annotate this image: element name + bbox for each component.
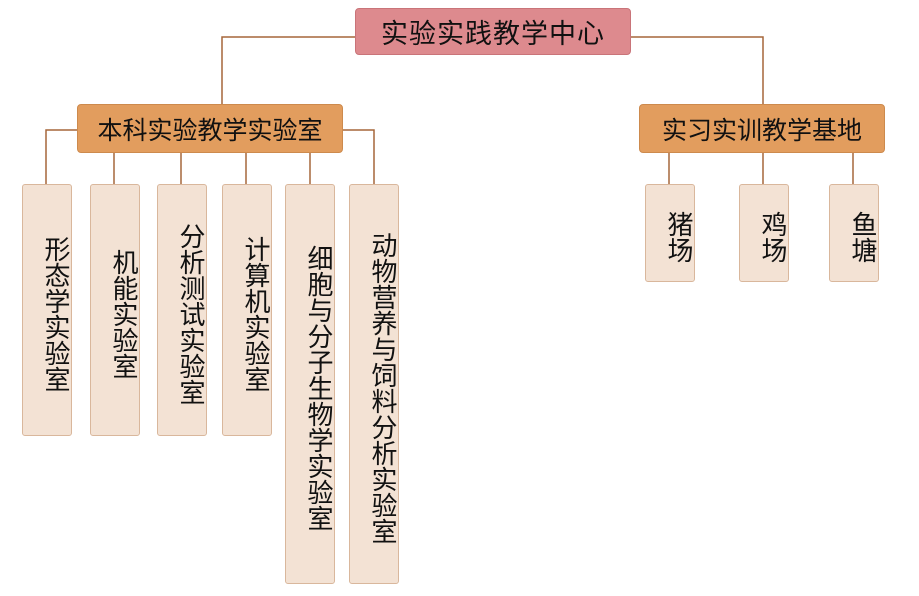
branch-node-undergrad-labs: 本科实验教学实验室 [77,104,343,153]
leaf-label: 形态学实验室 [40,236,70,392]
leaf-node: 鱼塘 [829,184,879,282]
branch-label: 本科实验教学实验室 [97,115,323,145]
leaf-label: 鱼塘 [847,211,877,263]
branch-label: 实习实训教学基地 [661,115,862,145]
leaf-node: 动物营养与饲料分析实验室 [349,184,399,584]
leaf-node: 细胞与分子生物学实验室 [285,184,335,584]
connector-branch1-right [343,129,375,184]
leaf-node: 猪场 [645,184,695,282]
leaf-label: 计算机实验室 [240,236,270,392]
connector-root-branch-2 [631,36,764,104]
leaf-label: 动物营养与饲料分析实验室 [367,232,397,544]
leaf-node: 计算机实验室 [222,184,272,436]
root-node: 实验实践教学中心 [355,8,631,55]
leaf-node: 形态学实验室 [22,184,72,436]
leaf-label: 分析测试实验室 [175,223,205,405]
leaf-label: 细胞与分子生物学实验室 [303,245,333,531]
leaf-label: 机能实验室 [108,249,138,379]
branch-node-practice-bases: 实习实训教学基地 [639,104,885,153]
leaf-label: 鸡场 [757,211,787,263]
leaf-label: 猪场 [663,211,693,263]
connector-root-branch-1 [221,36,355,104]
root-label: 实验实践教学中心 [381,19,605,50]
leaf-node: 分析测试实验室 [157,184,207,436]
leaf-node: 鸡场 [739,184,789,282]
connector-branch1-left [45,129,77,184]
leaf-node: 机能实验室 [90,184,140,436]
